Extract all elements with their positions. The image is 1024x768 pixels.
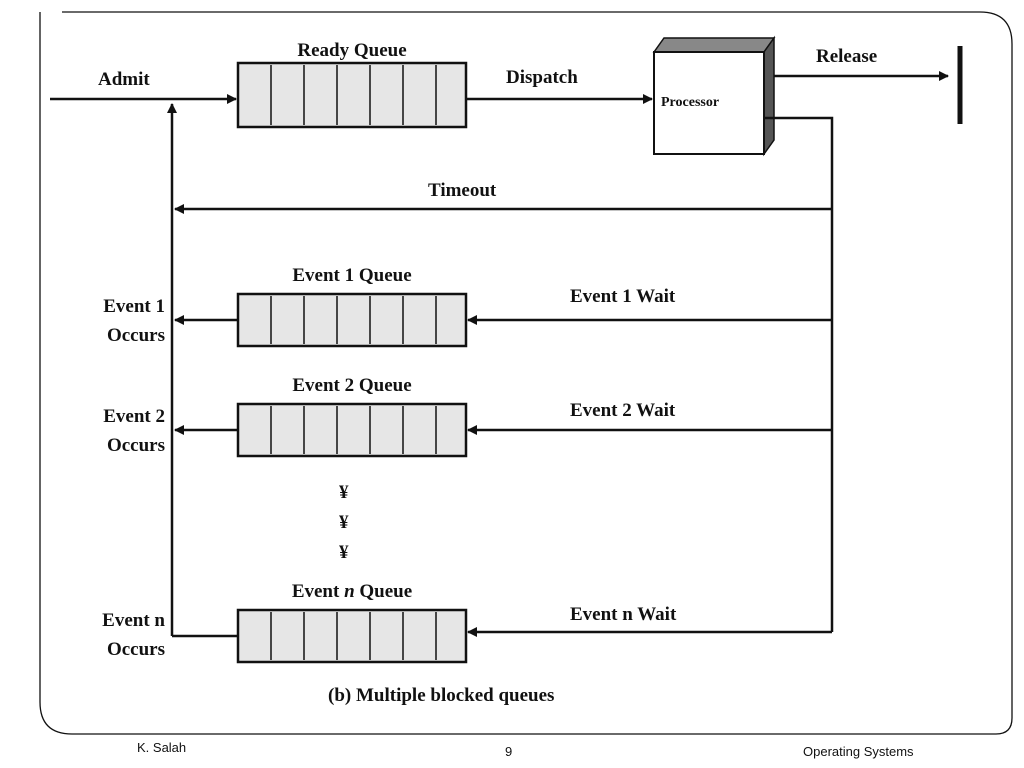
footer-author: K. Salah bbox=[137, 740, 187, 755]
event2-occurs-line1: Event 2 bbox=[103, 406, 165, 427]
eventn-queue bbox=[236, 608, 468, 664]
eventn-queue-label: Event n Queue bbox=[292, 582, 412, 601]
eventn-queue-label-suffix: Queue bbox=[354, 581, 413, 602]
event2-wait-label: Event 2 Wait bbox=[570, 400, 676, 421]
event1-occurs-label: Event 1 Occurs bbox=[103, 292, 165, 350]
eventn-queue-label-n: n bbox=[344, 581, 355, 602]
processor-label: Processor bbox=[661, 95, 720, 110]
eventn-occurs-line2: Occurs bbox=[106, 639, 165, 660]
event2-occurs-line2: Occurs bbox=[106, 435, 165, 456]
ready-queue-label: Ready Queue bbox=[297, 40, 407, 61]
ellipsis-mark-3: ¥ bbox=[339, 542, 349, 563]
processor-exit-bus bbox=[764, 116, 834, 632]
event1-wait-label: Event 1 Wait bbox=[570, 286, 676, 307]
admit-label: Admit bbox=[98, 69, 150, 90]
event1-queue bbox=[236, 292, 468, 348]
eventn-occurs-line1: Event n bbox=[102, 610, 165, 631]
eventn-queue-label-prefix: Event bbox=[291, 581, 345, 602]
slide-border bbox=[39, 11, 1013, 735]
diagram-caption: (b) Multiple blocked queues bbox=[328, 685, 555, 706]
event1-occurs-line2: Occurs bbox=[106, 325, 165, 346]
timeout-label: Timeout bbox=[428, 180, 497, 201]
footer-page-number: 9 bbox=[505, 744, 513, 759]
ellipsis-mark-2: ¥ bbox=[339, 512, 349, 533]
footer-course: Operating Systems bbox=[803, 744, 914, 759]
dispatch-label: Dispatch bbox=[506, 67, 578, 88]
event2-queue bbox=[236, 402, 468, 458]
event2-queue-label: Event 2 Queue bbox=[292, 375, 412, 396]
ellipsis-mark-1: ¥ bbox=[339, 482, 349, 503]
event1-occurs-line1: Event 1 bbox=[103, 296, 165, 317]
eventn-occurs-label: Event n Occurs bbox=[102, 606, 165, 664]
ready-queue bbox=[236, 61, 468, 129]
event2-occurs-label: Event 2 Occurs bbox=[103, 402, 165, 460]
eventn-wait-label: Event n Wait bbox=[570, 604, 677, 625]
release-label: Release bbox=[816, 46, 878, 67]
processor-box bbox=[652, 35, 776, 157]
event1-queue-label: Event 1 Queue bbox=[292, 265, 412, 286]
